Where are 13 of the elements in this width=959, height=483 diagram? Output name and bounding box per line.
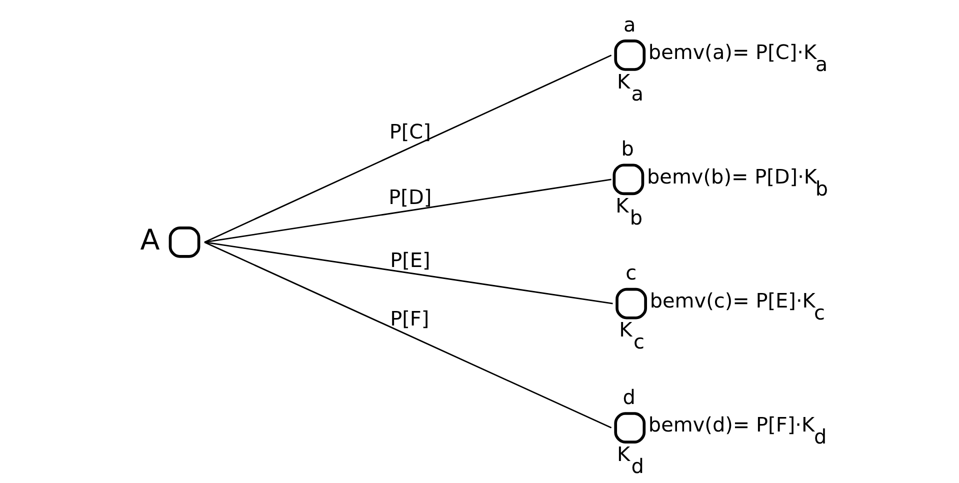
node-label: d	[622, 384, 635, 409]
node-label: a	[622, 12, 636, 36]
edge-label: P[F]	[390, 306, 429, 330]
edge-label: P[D]	[388, 184, 432, 209]
edge-label: P[C]	[388, 119, 430, 144]
connector	[204, 242, 612, 304]
connector	[204, 178, 611, 243]
node-label: A	[140, 223, 160, 256]
edge-label: P[E]	[390, 248, 430, 272]
node-label: c	[625, 260, 636, 285]
node-label: b	[620, 136, 634, 160]
connector	[204, 242, 612, 428]
connector	[204, 54, 612, 243]
